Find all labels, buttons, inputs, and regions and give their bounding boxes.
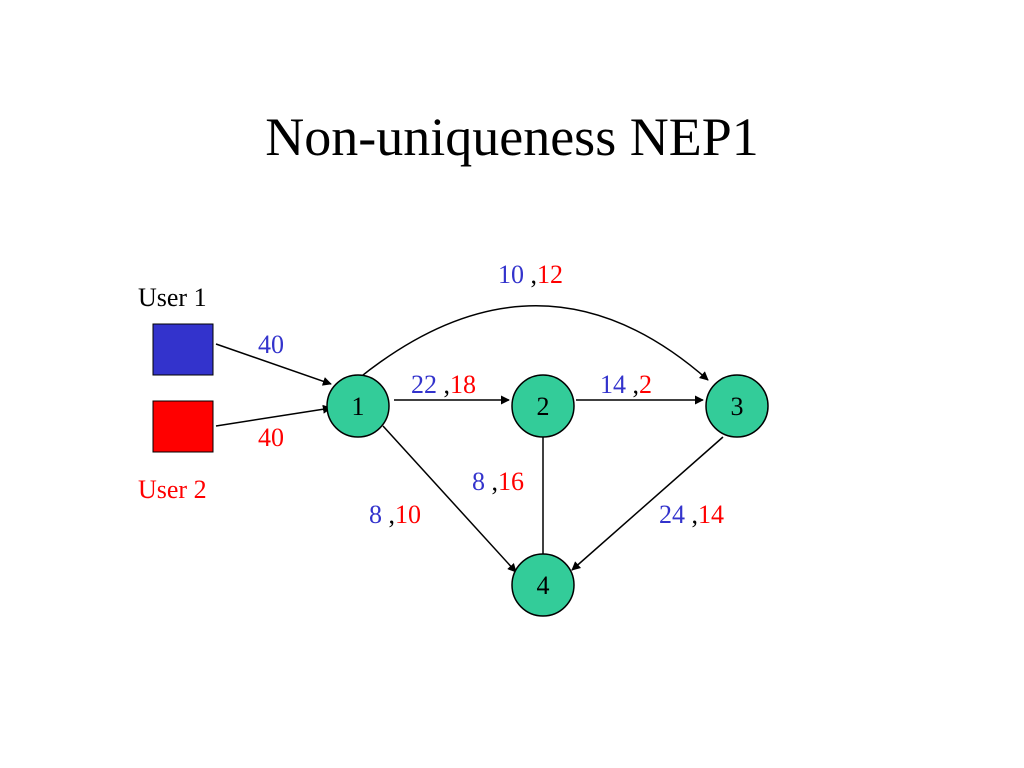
- edge-1-4-flow: 8 ,10: [369, 500, 421, 529]
- edge-2-3-flow-user1: 14: [600, 370, 626, 399]
- edge-1-4-flow-user1: 8: [369, 500, 382, 529]
- node-4-label: 4: [537, 571, 550, 600]
- node-3-label: 3: [731, 392, 744, 421]
- edge-2-3-flow-separator: ,: [626, 370, 639, 399]
- node-2: 2: [511, 374, 575, 438]
- user2-edge: [215, 404, 332, 427]
- edge-3-4: [571, 436, 724, 571]
- edge-3-4-flow-user1: 24: [659, 500, 685, 529]
- edge-2-3-flow: 14 ,2: [600, 370, 652, 399]
- edge-2-4-flow-user2: 16: [498, 467, 524, 496]
- edge-2-4-flow-separator: ,: [485, 467, 498, 496]
- edge-1-4-flow-separator: ,: [382, 500, 395, 529]
- edge-1-3-flow-separator: ,: [524, 260, 537, 289]
- user1-box: [152, 323, 214, 376]
- user1-edge: [215, 343, 332, 386]
- edge-3-4-flow-separator: ,: [685, 500, 698, 529]
- edge-3-4-flow: 24 ,14: [659, 500, 724, 529]
- edge-2-4-flow-user1: 8: [472, 467, 485, 496]
- edge-1-2-flow: 22 ,18: [411, 370, 476, 399]
- edge-1-2-flow-separator: ,: [437, 370, 450, 399]
- slide-title: Non-uniqueness NEP1: [265, 107, 758, 167]
- edge-1-3-flow: 10 ,12: [498, 260, 563, 289]
- edge-1-3-flow-user2: 12: [537, 260, 563, 289]
- user1-demand: 40: [258, 330, 284, 359]
- edge-1-3: [357, 305, 709, 381]
- node-1-label: 1: [352, 392, 365, 421]
- node-1: 1: [326, 374, 390, 438]
- user1-label: User 1: [138, 283, 207, 312]
- user2-label: User 2: [138, 475, 207, 504]
- edge-2-3-flow-user2: 2: [639, 370, 652, 399]
- node-4: 4: [511, 553, 575, 617]
- edge-1-2-flow-user2: 18: [450, 370, 476, 399]
- node-3: 3: [705, 374, 769, 438]
- node-2-label: 2: [537, 392, 550, 421]
- edge-1-2-flow-user1: 22: [411, 370, 437, 399]
- edge-2-4-flow: 8 ,16: [472, 467, 524, 496]
- edge-1-3-flow-user1: 10: [498, 260, 524, 289]
- edge-1-4: [382, 425, 517, 573]
- edge-3-4-flow-user2: 14: [698, 500, 724, 529]
- edge-1-4-flow-user2: 10: [395, 500, 421, 529]
- user2-demand: 40: [258, 423, 284, 452]
- user2-box: [152, 400, 214, 453]
